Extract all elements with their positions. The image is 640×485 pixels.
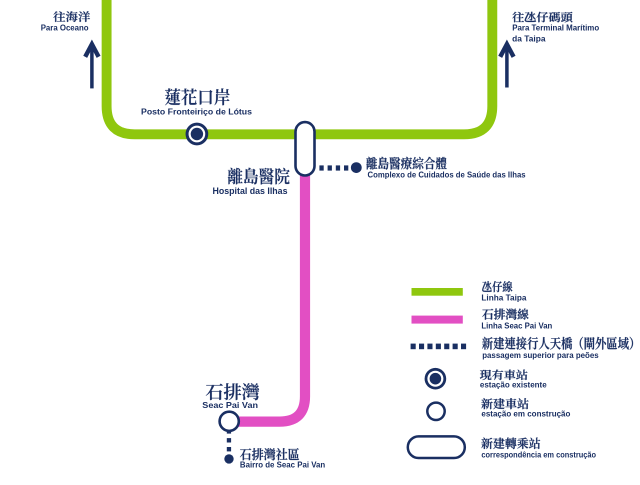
svg-text:da Taipa: da Taipa — [512, 34, 546, 43]
svg-text:Linha Taipa: Linha Taipa — [481, 294, 527, 303]
svg-text:estação existente: estação existente — [480, 379, 547, 389]
svg-text:Posto Fronteiriço de Lótus: Posto Fronteiriço de Lótus — [141, 107, 252, 117]
svg-text:Linha Seac Pai Van: Linha Seac Pai Van — [481, 321, 552, 330]
svg-text:correspondência em construção: correspondência em construção — [481, 449, 596, 459]
svg-text:Para Oceano: Para Oceano — [41, 23, 89, 33]
svg-text:Para Terminal Marítimo: Para Terminal Marítimo — [512, 24, 599, 33]
svg-text:Complexo de Cuidados de Saúde: Complexo de Cuidados de Saúde das Ilhas — [368, 169, 526, 179]
svg-text:passagem superior para peões: passagem superior para peões — [482, 350, 599, 360]
svg-text:Seac Pai Van: Seac Pai Van — [202, 400, 258, 410]
svg-text:estação em construção: estação em construção — [481, 409, 570, 419]
svg-text:Bairro de Seac Pai Van: Bairro de Seac Pai Van — [240, 460, 325, 470]
svg-text:Hospital das Ilhas: Hospital das Ilhas — [213, 186, 288, 196]
